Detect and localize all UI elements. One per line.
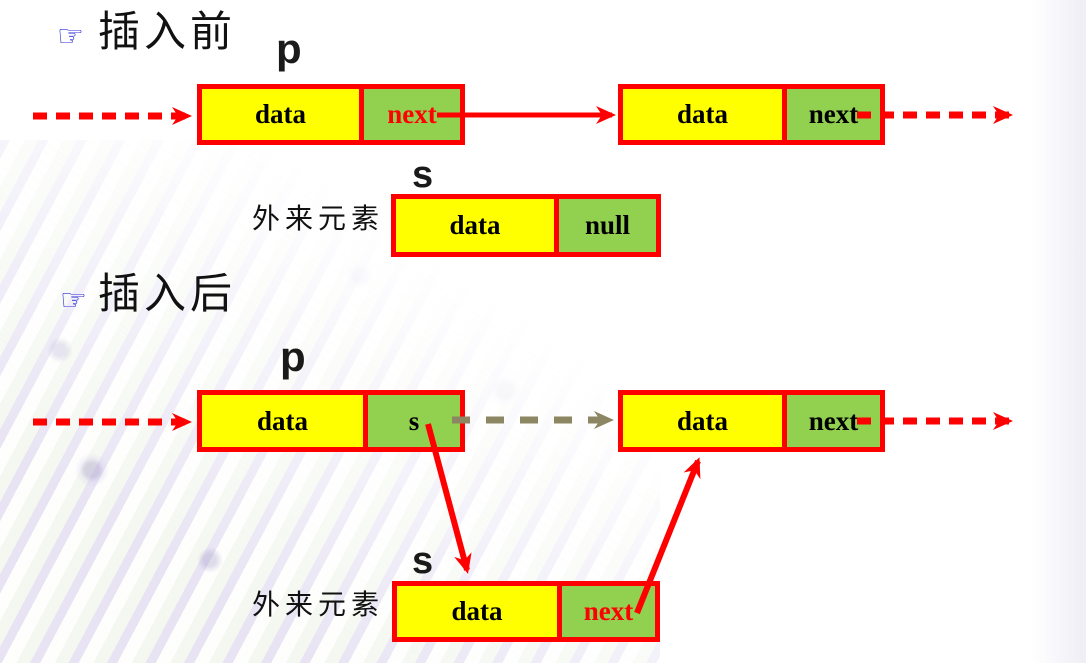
data-cell: data <box>623 89 782 140</box>
new-node-after: data next <box>392 581 660 642</box>
null-cell: null <box>554 199 656 252</box>
data-cell: data <box>397 586 557 637</box>
next-cell: next <box>557 586 655 637</box>
list-node: data next <box>197 84 465 145</box>
data-cell: data <box>623 395 782 447</box>
data-cell: data <box>396 199 554 252</box>
pointing-hand-icon: ☞ <box>57 19 84 54</box>
external-element-label-after: 外来元素 <box>252 590 385 621</box>
pointer-label-s-after: s <box>412 540 434 582</box>
right-edge-gradient <box>1031 0 1086 663</box>
next-cell: next <box>782 395 880 447</box>
next-cell: next <box>782 89 880 140</box>
data-cell: data <box>202 395 363 447</box>
data-cell: data <box>202 89 359 140</box>
list-node: data next <box>618 84 885 145</box>
pointer-label-p-before: p <box>276 25 302 72</box>
list-node: data s <box>197 390 465 452</box>
section-title-after: 插入后 <box>98 272 237 318</box>
new-node-before: data null <box>391 194 661 257</box>
next-cell: next <box>359 89 460 140</box>
pointer-label-s-before: s <box>412 154 434 196</box>
next-cell-s: s <box>363 395 460 447</box>
pointer-label-p-after: p <box>280 333 306 380</box>
section-title-before: 插入前 <box>98 10 237 56</box>
external-element-label-before: 外来元素 <box>252 204 385 235</box>
list-node: data next <box>618 390 885 452</box>
pointing-hand-icon: ☞ <box>60 283 87 318</box>
